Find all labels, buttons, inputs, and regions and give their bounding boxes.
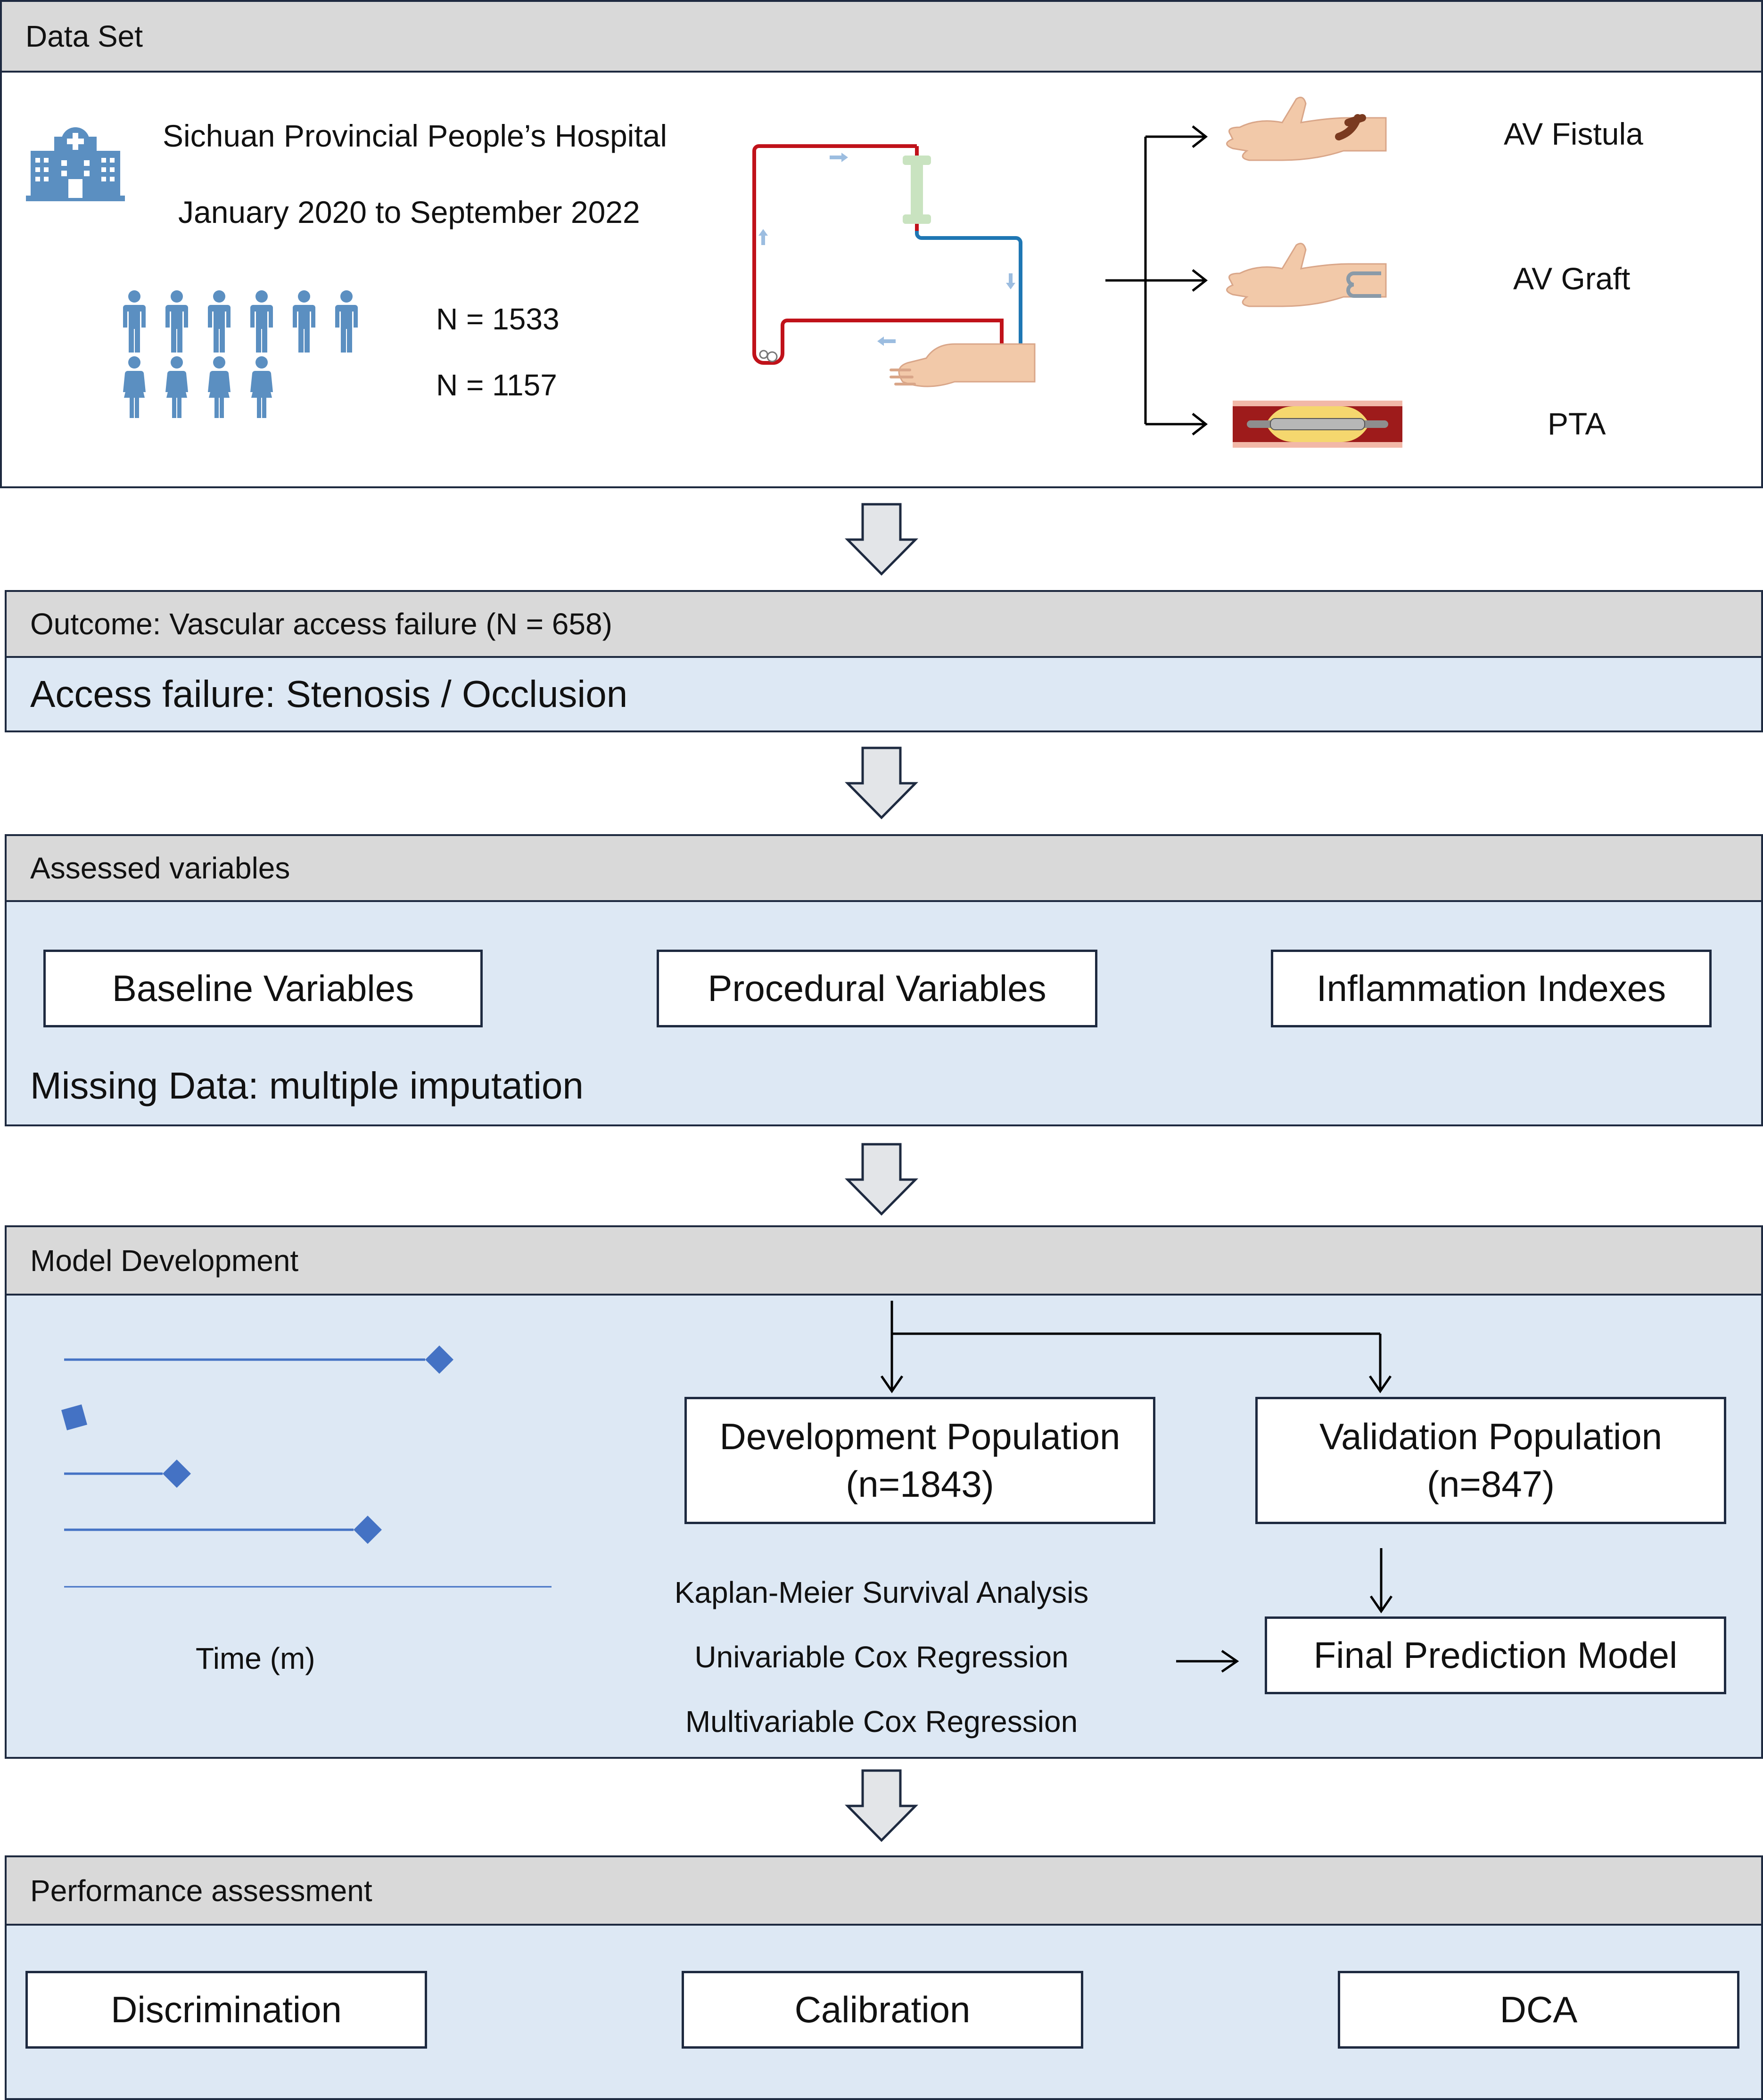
- method-multivariable-cox: Multivariable Cox Regression: [685, 1705, 1078, 1739]
- hospital-name: Sichuan Provincial People’s Hospital: [163, 118, 667, 153]
- baseline-variables-box: Baseline Variables: [43, 950, 483, 1027]
- validation-population-count: (n=847): [1426, 1463, 1555, 1505]
- performance-assessment-section: Performance assessment: [5, 1855, 1763, 2100]
- performance-assessment-title: Performance assessment: [30, 1873, 372, 1908]
- access-type-fistula: AV Fistula: [1504, 116, 1643, 151]
- development-population-label: Development Population: [719, 1415, 1120, 1457]
- outcome-body: Access failure: Stenosis / Occlusion: [7, 658, 1761, 730]
- data-set-body: [2, 73, 1761, 486]
- inflammation-indexes-box: Inflammation Indexes: [1271, 950, 1712, 1027]
- flow-arrow-2: [845, 746, 918, 820]
- flow-arrow-1: [845, 503, 918, 576]
- av-fistula-icon: [1226, 97, 1387, 161]
- method-univariable-cox: Univariable Cox Regression: [694, 1640, 1069, 1674]
- development-population-count: (n=1843): [846, 1463, 994, 1505]
- access-type-graft: AV Graft: [1513, 261, 1631, 296]
- methods-to-final-arrow: [1176, 1649, 1239, 1673]
- pta-balloon-icon: [1233, 401, 1402, 448]
- assessed-variables-header: Assessed variables: [7, 836, 1761, 902]
- flow-arrow-4: [845, 1769, 918, 1842]
- access-type-pta: PTA: [1548, 406, 1606, 441]
- model-development-title: Model Development: [30, 1243, 299, 1278]
- outcome-section: Outcome: Vascular access failure (N = 65…: [5, 590, 1763, 732]
- discrimination-box: Discrimination: [25, 1971, 427, 2049]
- procedural-variables-box: Procedural Variables: [657, 950, 1097, 1027]
- female-count: N = 1157: [436, 368, 557, 402]
- access-branch-arrows: [1105, 125, 1208, 435]
- dca-box: DCA: [1338, 1971, 1739, 2049]
- model-development-header: Model Development: [7, 1227, 1761, 1296]
- outcome-title: Outcome: Vascular access failure (N = 65…: [30, 607, 612, 641]
- method-kaplan-meier: Kaplan-Meier Survival Analysis: [674, 1575, 1089, 1609]
- validation-to-final-arrow: [1369, 1548, 1393, 1614]
- data-set-section: Data Set: [0, 0, 1763, 488]
- av-graft-icon: [1226, 243, 1387, 307]
- time-axis-label: Time (m): [196, 1641, 315, 1675]
- hospital-icon: [26, 127, 125, 201]
- final-prediction-model-box: Final Prediction Model: [1265, 1616, 1726, 1694]
- male-patients-icon: [123, 290, 358, 353]
- calibration-box: Calibration: [682, 1971, 1083, 2049]
- outcome-header: Outcome: Vascular access failure (N = 65…: [7, 592, 1761, 658]
- male-count: N = 1533: [436, 302, 560, 336]
- follow-up-timeline-illustration: [61, 1345, 552, 1588]
- population-split-arrows: [880, 1301, 1392, 1394]
- flow-arrow-3: [845, 1143, 918, 1216]
- validation-population-label: Validation Population: [1319, 1415, 1663, 1457]
- development-population-box: Development Population (n=1843): [684, 1397, 1155, 1524]
- study-period: January 2020 to September 2022: [178, 195, 640, 230]
- performance-assessment-header: Performance assessment: [7, 1857, 1761, 1926]
- outcome-definition: Access failure: Stenosis / Occlusion: [30, 673, 628, 715]
- dialysis-circuit-illustration: [752, 144, 1036, 387]
- validation-population-box: Validation Population (n=847): [1255, 1397, 1726, 1524]
- assessed-variables-title: Assessed variables: [30, 851, 290, 885]
- data-set-title: Data Set: [25, 19, 143, 53]
- female-patients-icon: [123, 356, 273, 418]
- data-set-header: Data Set: [2, 2, 1761, 73]
- missing-data-note: Missing Data: multiple imputation: [30, 1065, 584, 1107]
